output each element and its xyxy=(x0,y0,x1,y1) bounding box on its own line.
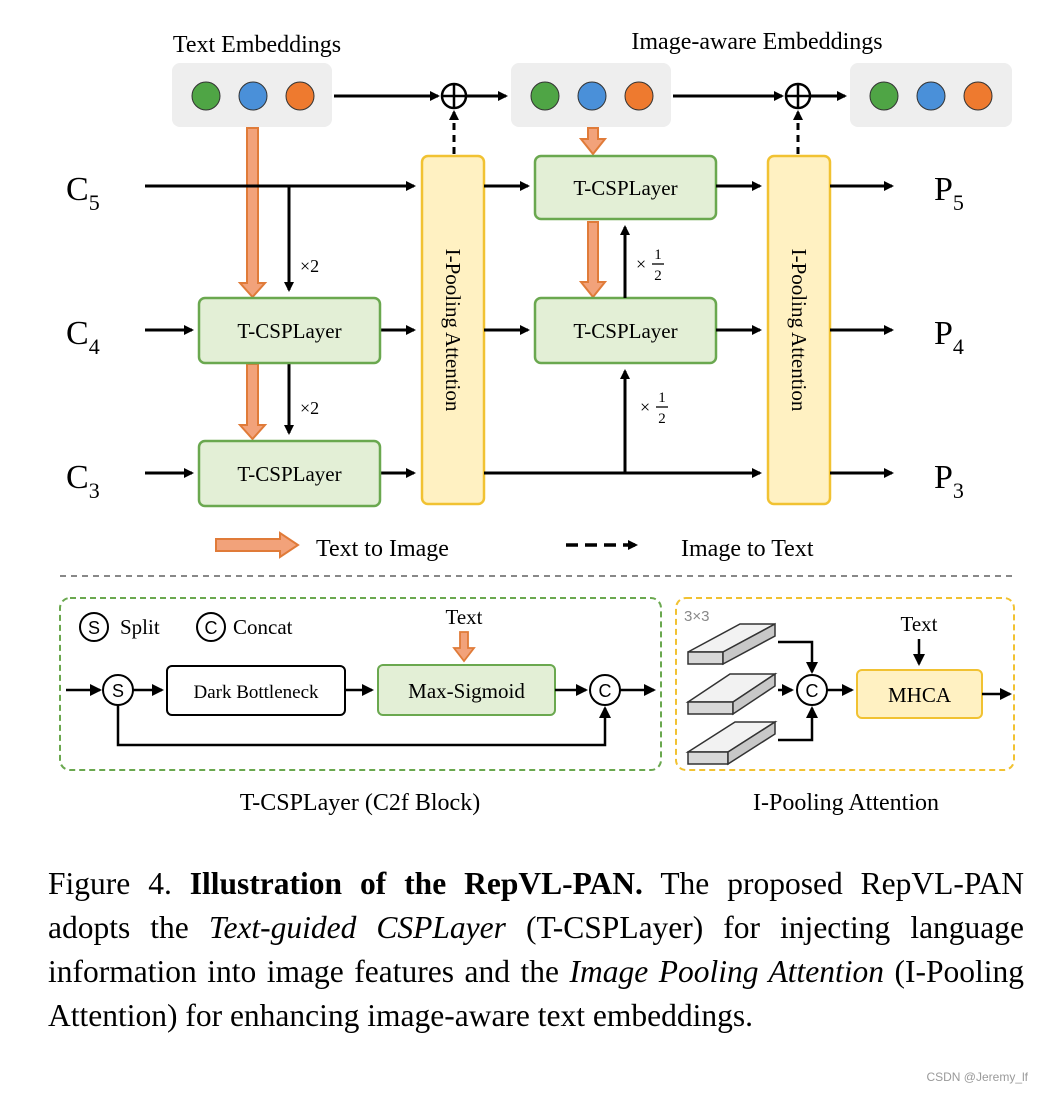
tcsp-block-left-c3: T-CSPLayer xyxy=(197,439,382,508)
multiplier-x2-lower: ×2 xyxy=(300,398,319,418)
svg-text:T-CSPLayer: T-CSPLayer xyxy=(573,319,677,343)
svg-text:1: 1 xyxy=(658,390,666,406)
caption-italic-2: Image Pooling Attention xyxy=(569,954,884,989)
svg-text:×: × xyxy=(640,397,650,417)
svg-text:Max-Sigmoid: Max-Sigmoid xyxy=(408,679,525,703)
text-to-image-arrow-long xyxy=(237,127,268,299)
text-to-maxsigmoid-arrow xyxy=(452,631,476,663)
pooled-feature-map-2 xyxy=(685,672,778,716)
output-p3: P3 xyxy=(934,459,964,503)
add-node-2 xyxy=(784,82,812,110)
output-p4: P4 xyxy=(934,315,964,359)
tcsp-block-mid-p5: T-CSPLayer xyxy=(533,154,718,221)
svg-text:T-CSPLayer: T-CSPLayer xyxy=(573,176,677,200)
text-input-label: Text xyxy=(445,605,482,629)
output-p5: P5 xyxy=(934,171,964,215)
input-c3: C3 xyxy=(66,459,100,503)
svg-text:Dark Bottleneck: Dark Bottleneck xyxy=(193,682,319,703)
embedding-dot-orange xyxy=(624,81,654,111)
ipool-block-2: I-Pooling Attention xyxy=(766,154,832,506)
svg-text:2: 2 xyxy=(654,268,662,284)
tcsp-detail-panel: S Split C Concat Text S Dark Bottleneck … xyxy=(59,597,662,771)
svg-text:T-CSPLayer: T-CSPLayer xyxy=(237,319,341,343)
ipool-detail-panel: 3×3 C Text MHCA xyxy=(675,597,1015,771)
ipool-block-1: I-Pooling Attention xyxy=(420,154,486,506)
svg-text:I-Pooling Attention: I-Pooling Attention xyxy=(787,249,811,412)
svg-text:S: S xyxy=(112,681,124,701)
svg-text:C: C xyxy=(599,681,612,701)
input-c4: C4 xyxy=(66,315,100,359)
svg-text:1: 1 xyxy=(654,247,662,263)
tcsp-block-left-c4: T-CSPLayer xyxy=(197,296,382,365)
figure-label: Figure 4. xyxy=(48,866,172,901)
tcsp-detail-caption: T-CSPLayer (C2f Block) xyxy=(240,790,480,816)
embedding-dot-green xyxy=(191,81,221,111)
concat-legend-label: Concat xyxy=(233,615,293,639)
concat-legend-symbol: C xyxy=(205,618,218,638)
split-legend-label: Split xyxy=(120,615,160,639)
split-legend-symbol: S xyxy=(88,618,100,638)
input-c5: C5 xyxy=(66,171,100,215)
embedding-dot-orange xyxy=(963,81,993,111)
text-to-image-arrow-mid xyxy=(578,221,608,299)
svg-text:C: C xyxy=(806,681,819,701)
legend-orange-arrow xyxy=(215,531,300,559)
svg-text:MHCA: MHCA xyxy=(888,683,952,707)
embedding-dot-green xyxy=(869,81,899,111)
watermark: CSDN @Jeremy_lf xyxy=(926,1070,1028,1084)
embedding-dot-blue xyxy=(916,81,946,111)
legend: Text to Image Image to Text xyxy=(215,531,814,562)
tcsp-block-mid-p4: T-CSPLayer xyxy=(533,296,718,365)
multiplier-half-lower: × 1 2 xyxy=(640,390,668,427)
kernel-size-label: 3×3 xyxy=(684,608,709,625)
caption-italic-1: Text-guided CSPLayer xyxy=(208,910,506,945)
text-to-image-arrow-short xyxy=(237,363,268,441)
embedding-dot-green xyxy=(530,81,560,111)
svg-text:I-Pooling Attention: I-Pooling Attention xyxy=(441,249,465,412)
embedding-dot-blue xyxy=(238,81,268,111)
pooled-feature-map-3 xyxy=(685,720,778,766)
svg-text:2: 2 xyxy=(658,411,666,427)
text-to-image-arrow-top xyxy=(578,127,608,156)
add-node-1 xyxy=(440,82,468,110)
figure-title: Illustration of the RepVL-PAN. xyxy=(189,866,643,901)
caption-part-2: (T-CSPLayer) for injecting language info… xyxy=(48,910,1025,989)
text-embeddings-panel xyxy=(172,63,332,127)
text-embeddings-label: Text Embeddings xyxy=(173,32,341,58)
image-aware-embeddings-panel xyxy=(511,63,671,127)
svg-text:×: × xyxy=(636,254,646,274)
embedding-dot-blue xyxy=(577,81,607,111)
caption-part-3: (I-Pooling Attention) for enhancing imag… xyxy=(48,954,1024,1033)
embedding-dot-orange xyxy=(285,81,315,111)
pooled-feature-map-1 xyxy=(687,622,776,666)
legend-text-to-image: Text to Image xyxy=(316,536,449,562)
multiplier-half-upper: × 1 2 xyxy=(636,247,664,284)
output-embeddings-panel xyxy=(850,63,1012,127)
repvl-pan-diagram: Text Embeddings Image-aware Embeddings xyxy=(59,29,1016,816)
legend-image-to-text: Image to Text xyxy=(681,536,814,562)
ipool-detail-caption: I-Pooling Attention xyxy=(753,790,939,816)
figure-caption: Figure 4. Illustration of the RepVL-PAN.… xyxy=(48,862,1024,1038)
mhca-text-label: Text xyxy=(900,612,937,636)
caption-part-1: The proposed RepVL-PAN adopts the xyxy=(48,866,1025,945)
multiplier-x2-upper: ×2 xyxy=(300,256,319,276)
svg-text:T-CSPLayer: T-CSPLayer xyxy=(237,462,341,486)
image-aware-embeddings-label: Image-aware Embeddings xyxy=(631,29,882,55)
